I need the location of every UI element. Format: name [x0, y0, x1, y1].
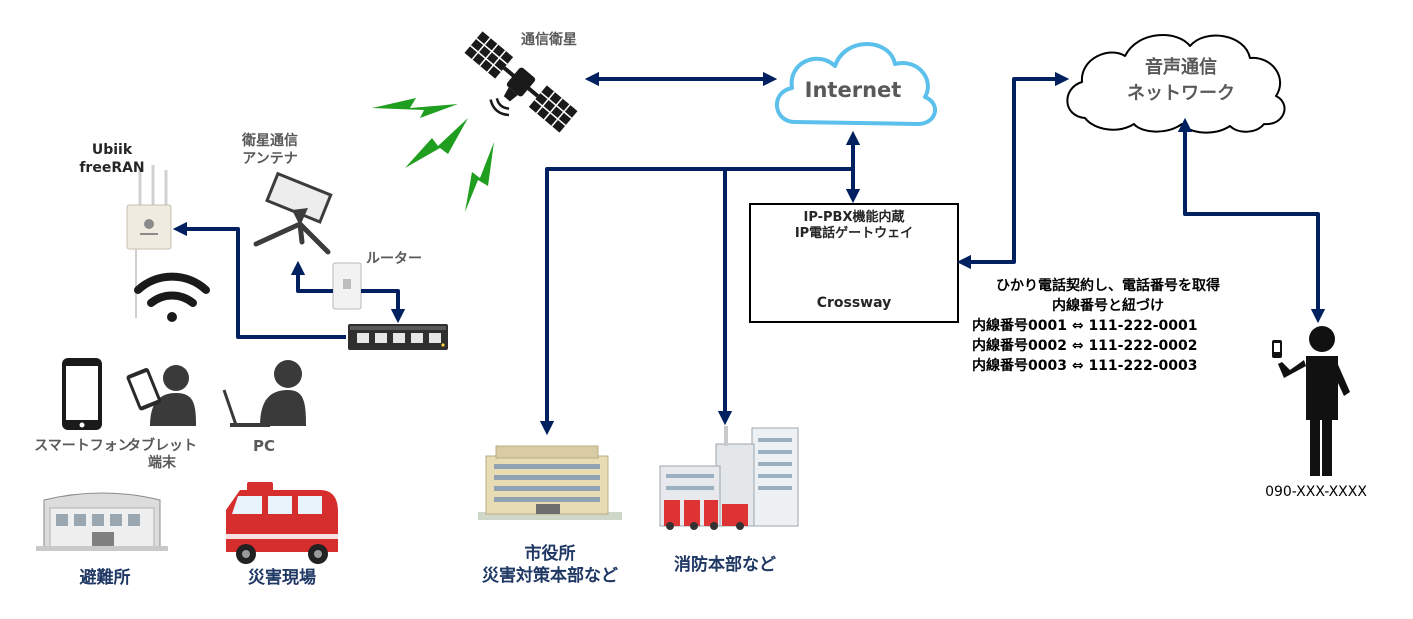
- contract-note-line2: 内線番号と紐づけ: [1052, 298, 1164, 314]
- freeran-label-line2: freeRAN: [79, 160, 145, 176]
- pbx-title-line2: IP電話ゲートウェイ: [794, 225, 914, 241]
- voice-network-cloud-icon: [1066, 34, 1286, 134]
- tablet-label-line2: 端末: [148, 455, 176, 471]
- shelter-label: 避難所: [79, 568, 131, 588]
- pc-user-icon: [222, 360, 306, 427]
- freeran-device-icon: [126, 165, 172, 318]
- extension-mapping-1: 内線番号0001 ⇔ 111-222-0001: [972, 318, 1198, 334]
- voice-network-label: 音声通信 ネットワーク: [1106, 55, 1256, 107]
- city-hall-label: 市役所 災害対策本部など: [468, 543, 632, 587]
- smartphone-label: スマートフォン: [34, 438, 132, 454]
- internet-cloud-icon: [774, 42, 937, 126]
- city-hall-label-line2: 災害対策本部など: [482, 566, 618, 586]
- freeran-label: Ubiik freeRAN: [62, 141, 162, 177]
- contract-note: ひかり電話契約し、電話番号を取得 内線番号と紐づけ 内線番号0001 ⇔ 111…: [972, 276, 1244, 376]
- internet-label: Internet: [804, 78, 902, 102]
- phone-number-label: 090-XXX-XXXX: [1265, 484, 1367, 500]
- router-icon: [332, 262, 362, 310]
- satellite-label: 通信衛星: [521, 32, 577, 48]
- fire-dept-label: 消防本部など: [674, 555, 776, 575]
- shelter-building-icon: [36, 492, 168, 551]
- city-hall-label-line1: 市役所: [524, 544, 576, 564]
- extension-mapping-2: 内線番号0002 ⇔ 111-222-0002: [972, 338, 1198, 354]
- satellite-antenna-icon: [253, 171, 333, 255]
- connector-lines: [172, 71, 1326, 436]
- antenna-label-line2: アンテナ: [242, 151, 298, 167]
- disaster-site-label: 災害現場: [248, 568, 316, 588]
- pbx-title-line1: IP-PBX機能内蔵: [803, 210, 905, 225]
- antenna-label: 衛星通信 アンテナ: [220, 132, 320, 168]
- tablet-label-line1: タブレット: [127, 438, 197, 454]
- mobile-user-icon: [1272, 326, 1350, 476]
- fire-engine-icon: [226, 482, 338, 564]
- wifi-icon: [134, 272, 210, 322]
- voice-network-label-line2: ネットワーク: [1127, 83, 1235, 104]
- ip-pbx-gateway-box: [749, 203, 959, 323]
- pbx-title: IP-PBX機能内蔵 IP電話ゲートウェイ: [752, 210, 956, 241]
- city-hall-building-icon: [478, 445, 622, 520]
- crossway-label: Crossway: [816, 295, 892, 311]
- router-label: ルーター: [366, 251, 422, 267]
- signal-bolt-icon: [372, 98, 494, 212]
- voice-network-label-line1: 音声通信: [1145, 57, 1217, 78]
- tablet-user-icon: [126, 365, 196, 426]
- fire-department-building-icon: [659, 426, 799, 530]
- freeran-label-line1: Ubiik: [91, 142, 133, 158]
- network-switch-icon: [348, 324, 448, 350]
- tablet-label: タブレット 端末: [124, 438, 200, 472]
- extension-mapping-3: 内線番号0003 ⇔ 111-222-0003: [972, 358, 1198, 374]
- pc-label: PC: [252, 437, 275, 455]
- antenna-label-line1: 衛星通信: [242, 133, 298, 149]
- smartphone-icon: [62, 358, 102, 430]
- contract-note-line1: ひかり電話契約し、電話番号を取得: [996, 278, 1220, 294]
- satellite-icon: [464, 31, 578, 133]
